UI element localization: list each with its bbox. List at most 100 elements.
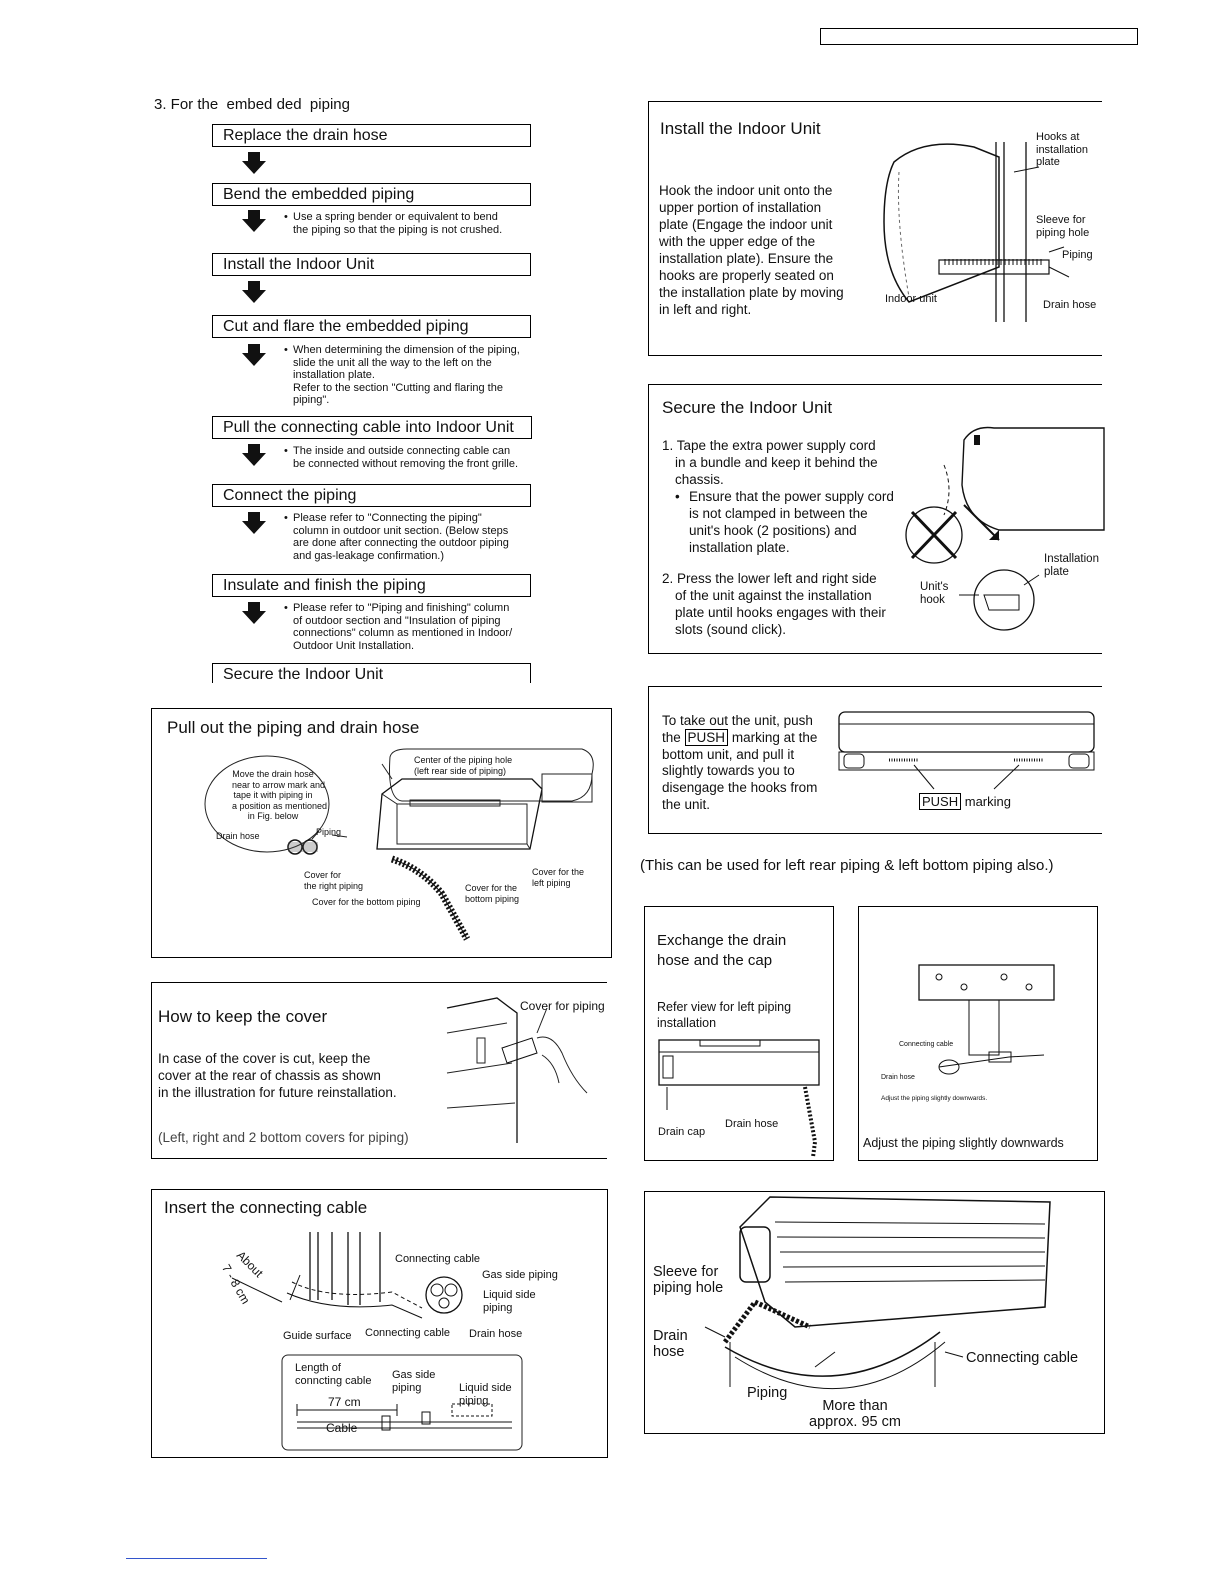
callout-line: tape it with piping in [233,790,313,800]
text-line: plate (Engage the indoor unit [659,217,833,232]
label-line: hose [653,1344,685,1360]
down-arrow-icon [242,344,266,366]
install-indoor-text: Hook the indoor unit onto the upper port… [659,182,844,318]
label-line: hook [920,593,945,606]
panel-title: Exchange the drain hose and the cap [657,931,786,971]
title-line: Exchange the drain [657,932,787,949]
label-sleeve: Sleeve for piping hole [653,1264,723,1296]
text-line: hooks are properly seated on [659,268,834,283]
label-cover-left: Cover for the left piping [532,867,584,888]
final-figure-panel: Sleeve for piping hole Drain hose Piping… [644,1191,1105,1434]
label-connecting-cable-top: Connecting cable [395,1253,481,1265]
secure-item-1: 1. Tape the extra power supply cord in a… [662,437,878,488]
inset-length-of: Length of conncting cable [295,1362,371,1387]
note-line: and gas-leakage confirmation.) [293,549,445,562]
secure-item-bullet: •Ensure that the power supply cord is no… [675,489,894,555]
label-line: Liquid side [483,1289,536,1301]
label-line: Cover for the [465,883,518,893]
exchange-ref: Refer view for left piping installation [657,999,791,1031]
label-connecting-cable: Connecting cable [966,1350,1079,1366]
text-line: the unit. [662,796,711,812]
callout-move-drain-hose: Move the drain hose near to arrow mark a… [232,769,327,822]
inset-cable: Cable [326,1421,358,1435]
label-line: piping [392,1381,422,1394]
inset-gas-side: Gas side piping [392,1369,435,1394]
callout-line: in Fig. below [247,811,299,821]
secure-indoor-illustration [905,426,1105,631]
push-marking-box: PUSH [684,728,729,746]
text-line: chassis. [675,472,724,487]
take-out-panel: To take out the unit, push the PUSH mark… [648,686,1102,834]
note-line: be connected without removing the front … [293,457,519,470]
text-line: plate until hooks engages with their [675,605,886,620]
label-line: Gas side [392,1369,436,1381]
note-line: column in outdoor unit section. (Below s… [293,524,509,537]
text-line: In case of the cover is cut, keep the [158,1051,371,1066]
label-line: Length of [295,1362,341,1374]
label-line: plate [1036,156,1060,168]
label-line: conncting cable [295,1374,372,1387]
label-line: Installation [1044,553,1099,565]
label-installation-plate: Installation plate [1044,553,1099,578]
callout-line: near to arrow mark and [232,779,326,790]
label-piping: Piping [747,1385,788,1401]
down-arrow-icon [242,444,266,466]
text-line: the installation plate by moving [659,285,844,300]
flow-step-install-indoor: Install the Indoor Unit [212,253,531,276]
text-line: installation [657,1016,717,1030]
text-line: installation plate. [689,540,790,555]
text-line: Ensure that the power supply cord [689,489,894,504]
keep-cover-note: (Left, right and 2 bottom covers for pip… [158,1130,409,1145]
label-units-hook: Unit's hook [920,581,948,606]
pull-out-panel: Pull out the piping and drain hose Move … [151,708,612,958]
text-line: upper portion of installation [659,200,822,215]
flow-note-connect: •Please refer to "Connecting the piping"… [284,512,509,562]
text-line: slots (sound click). [675,622,787,637]
label-line: Cover for [304,870,342,880]
exchange-panel: Exchange the drain hose and the cap Refe… [644,906,834,1161]
text-word: the [662,729,681,745]
callout-line: a position as mentioned [232,800,328,811]
callout-line: (left rear side of piping) [414,765,507,776]
down-arrow-icon [242,152,266,174]
label-connecting-cable-bottom: Connecting cable [365,1327,451,1339]
keep-cover-text: In case of the cover is cut, keep the co… [158,1050,397,1101]
label-drain-hose: Drain hose [881,1074,915,1081]
label-drain-hose: Drain hose [216,831,260,841]
panel-title: Secure the Indoor Unit [662,398,833,417]
text-line: cover at the rear of chassis as shown [158,1068,381,1083]
footer-link-line [126,1558,267,1559]
text-line: slightly towards you to [662,763,795,779]
label-gas-side: Gas side piping [482,1269,558,1281]
flow-note-cut: •When determining the dimension of the p… [284,344,520,406]
label-distance: More than approx. 95 cm [805,1398,905,1430]
push-marking-label: PUSH marking [919,793,1011,810]
note-line: Use a spring bender or equivalent to ben… [293,211,498,223]
label-piping: Piping [316,827,342,837]
label-line: Sleeve for [1036,214,1086,226]
inset-length: 77 cm [328,1395,361,1409]
callout-center-piping-hole: Center of the piping hole (left rear sid… [414,755,512,776]
flow-note-insulate: •Please refer to "Piping and finishing" … [284,602,513,652]
label-line: piping [483,1301,513,1314]
flow-step-secure: Secure the Indoor Unit [212,663,531,683]
down-arrow-icon [242,602,266,624]
note-line: installation plate. [293,369,375,381]
push-marking-box: PUSH [919,793,962,810]
secure-indoor-panel: Secure the Indoor Unit 1. Tape the extra… [648,384,1105,654]
note-line: Please refer to "Piping and finishing" c… [293,602,510,614]
label-line: Drain [653,1328,688,1344]
note-line: Refer to the section "Cutting and flarin… [293,381,503,394]
section-title: 3. For the embed ded piping [154,96,350,113]
text-word: marking [964,794,1011,809]
label-cover-right: Cover for the right piping [304,870,363,891]
adjust-panel: Connecting cable Drain hose Adjust the p… [858,906,1098,1161]
install-indoor-illustration [883,142,1070,322]
label-piping: Piping [1062,249,1093,261]
keep-cover-panel: How to keep the cover In case of the cov… [151,982,607,1159]
text-line: bottom unit, and pull it [662,746,795,762]
down-arrow-icon [242,281,266,303]
text-line: disengage the hooks from [662,780,818,796]
label-cover-bottom: Cover for the bottom piping [312,897,421,907]
label-line: the right piping [304,880,364,891]
